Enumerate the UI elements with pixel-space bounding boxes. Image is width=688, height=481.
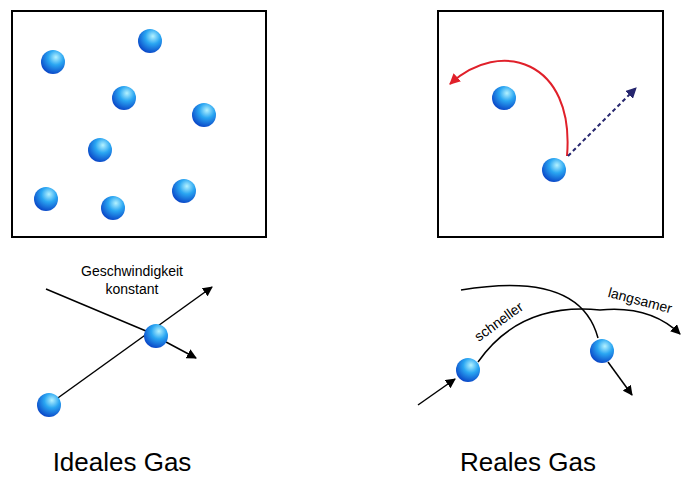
- trajectories: [46, 287, 212, 400]
- gas-container: [12, 11, 266, 237]
- path-label: schneller: [471, 298, 527, 345]
- attraction-path: [450, 61, 568, 156]
- panel-caption: Ideales Gas: [53, 446, 192, 479]
- gas-container: [438, 11, 663, 237]
- gas-particles: [34, 29, 216, 220]
- path-label: langsamer: [606, 284, 674, 318]
- panel-caption: Reales Gas: [460, 446, 596, 479]
- gas-particles: [492, 86, 566, 182]
- velocity-note: Geschwindigkeit konstant: [73, 263, 191, 298]
- straight-path: [568, 88, 636, 156]
- gas-particles: [456, 339, 614, 382]
- gas-particles: [37, 324, 168, 417]
